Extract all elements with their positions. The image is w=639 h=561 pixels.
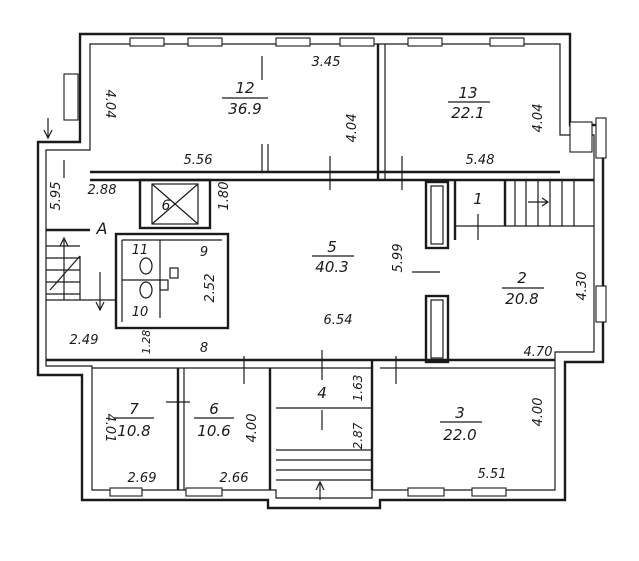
- elevator-shaft: [151, 183, 199, 225]
- room-5-label: 5 40.3: [312, 238, 354, 276]
- room-number: 6: [209, 400, 219, 418]
- room-area: 10.6: [197, 422, 230, 440]
- interior-walls: [46, 44, 594, 490]
- dim-label: 2.87: [351, 422, 365, 449]
- room-2-label: 2 20.8: [502, 269, 544, 308]
- stairs-left: [46, 236, 105, 312]
- stair-a-label: A: [96, 219, 108, 238]
- dim-label: 4.04: [345, 114, 360, 143]
- dim-label: 2.49: [70, 333, 99, 348]
- room-12-label: 12 36.9: [222, 79, 268, 118]
- dim-label: 4.01: [102, 414, 117, 443]
- room-number: 12: [235, 79, 254, 97]
- dim-label: 1.28: [140, 330, 153, 355]
- room-area: 10.8: [117, 422, 150, 440]
- room-area: 20.8: [505, 290, 538, 308]
- room-11-number: 11: [132, 243, 149, 258]
- room-number: 3: [455, 404, 465, 422]
- dim-label: 5.56: [184, 153, 213, 168]
- dim-label: 5.48: [466, 153, 495, 168]
- room-number: 13: [458, 84, 477, 102]
- dim-label: 2.66: [220, 471, 249, 486]
- windows-top: [129, 37, 525, 47]
- room-13-label: 13 22.1: [448, 84, 490, 122]
- dim-label: 1.80: [217, 182, 232, 211]
- room-number: 2: [517, 269, 527, 287]
- dim-label: 4.70: [524, 345, 553, 360]
- door-ticks: [63, 156, 479, 430]
- dim-label: 3.45: [312, 55, 341, 70]
- room-10-number: 10: [132, 305, 149, 320]
- room-area: 22.0: [443, 426, 476, 444]
- room-area: 36.9: [228, 100, 261, 118]
- room-area: 40.3: [315, 258, 348, 276]
- dim-label: 4.00: [245, 414, 260, 443]
- dim-label: 2.69: [128, 471, 157, 486]
- entry-arrow: [43, 118, 53, 140]
- room-7-label: 7 10.8: [114, 400, 154, 440]
- dim-label: 4.00: [531, 398, 546, 427]
- room-3-label: 3 22.0: [440, 404, 482, 444]
- room-4-number: 4: [317, 384, 327, 402]
- dim-label: 6.54: [324, 313, 353, 328]
- room-area: 22.1: [451, 104, 484, 122]
- dim-label: 5.95: [49, 182, 64, 211]
- dim-label: 5.99: [391, 244, 406, 273]
- room-6-elevator-number: 6: [162, 198, 171, 214]
- room-6b-label: 6 10.6: [194, 400, 234, 440]
- windows-bottom: [109, 487, 507, 497]
- windows-side: [63, 73, 607, 323]
- room-1-number: 1: [473, 190, 483, 208]
- dim-label: 1.63: [351, 375, 365, 402]
- room-8-number: 8: [200, 341, 208, 356]
- room-9-number: 9: [200, 245, 208, 260]
- dim-label: 4.04: [102, 90, 117, 119]
- dim-label: 2.88: [88, 183, 117, 198]
- stairs-right: [514, 180, 575, 226]
- dim-label: 2.52: [203, 274, 218, 303]
- dimension-labels: 3.45 4.04 4.04 4.04 5.56 5.48 5.95 2.88 …: [49, 55, 590, 486]
- room-labels: 12 36.9 13 22.1 5 40.3 2 20.8 7 10.8 6 1…: [96, 79, 544, 444]
- dim-label: 4.30: [575, 272, 590, 301]
- dim-label: 5.51: [478, 467, 507, 482]
- room-number: 5: [327, 238, 337, 256]
- wc-fixtures: [139, 257, 179, 299]
- stairs-bottom: [276, 407, 372, 500]
- room-number: 7: [129, 400, 139, 418]
- dim-label: 4.04: [531, 104, 546, 133]
